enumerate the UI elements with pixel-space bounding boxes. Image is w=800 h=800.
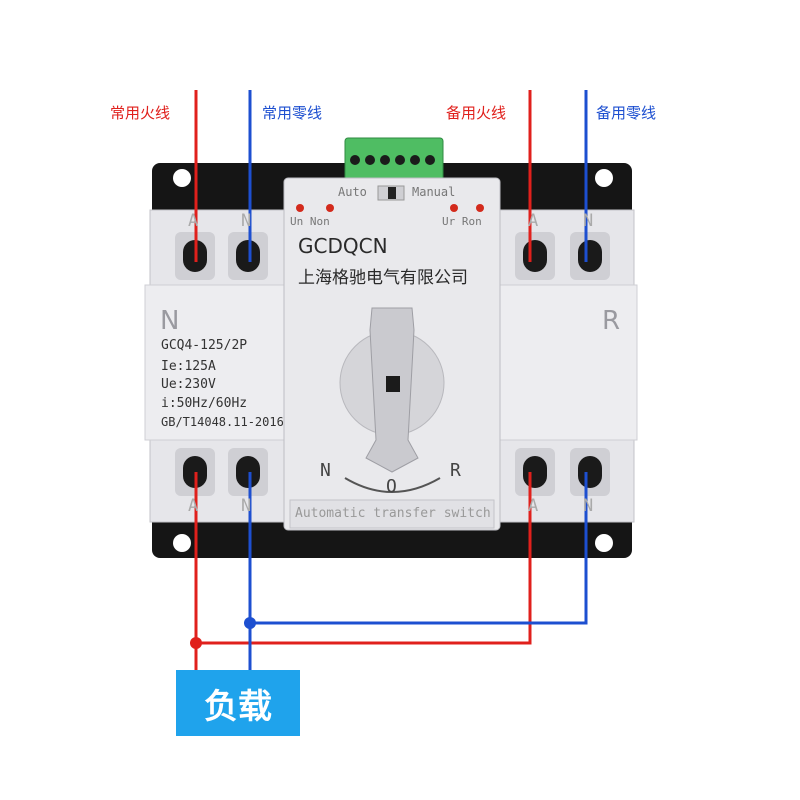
manual-label: Manual — [412, 185, 456, 199]
main-live-label: 常用火线 — [110, 104, 171, 122]
dial-o-label: O — [386, 476, 397, 497]
spec-frequency: i:50Hz/60Hz — [161, 396, 248, 411]
dial-arrow — [344, 477, 441, 493]
brand-name: GCDQCN — [298, 234, 388, 258]
indicator-led — [326, 204, 334, 212]
terminal-letter-a: A — [188, 211, 199, 231]
spec-current: Ie:125A — [161, 359, 216, 374]
terminal-letter-n: N — [583, 211, 594, 231]
dial-r-label: R — [450, 460, 461, 481]
dial-n-label: N — [320, 460, 331, 481]
mount-hole — [173, 169, 191, 187]
terminal-letter-a: A — [528, 211, 539, 231]
backup-neutral-label: 备用零线 — [596, 104, 657, 122]
auto-label: Auto — [338, 185, 367, 199]
terminal-letter-n: N — [241, 496, 252, 516]
indicator-led — [296, 204, 304, 212]
right-side-letter: R — [602, 306, 621, 336]
spec-voltage: Ue:230V — [161, 377, 216, 392]
spec-model: GCQ4-125/2P — [161, 338, 248, 353]
terminal-letter-a: A — [188, 496, 199, 516]
load-label-box: 负载 — [176, 670, 300, 736]
indicator-led — [476, 204, 484, 212]
company-name: 上海格驰电气有限公司 — [298, 268, 468, 288]
footer-label: Automatic transfer switch — [295, 506, 491, 521]
right-label-panel — [499, 284, 638, 441]
terminal-letter-a: A — [528, 496, 539, 516]
footer-label-plate — [289, 499, 495, 529]
backup-live-output-wire — [196, 472, 532, 645]
normal-indicator-label: Un Non — [290, 215, 330, 228]
reserve-indicator-label: Ur Ron — [442, 215, 482, 228]
terminal-letter-n: N — [241, 211, 252, 231]
backup-neutral-output-wire — [250, 472, 588, 625]
slider-knob[interactable] — [388, 187, 396, 199]
left-side-letter: N — [160, 306, 180, 336]
mount-hole — [173, 534, 191, 552]
handle-lock-slot — [386, 376, 400, 392]
terminal-letter-n: N — [583, 496, 594, 516]
live-junction-dot — [190, 637, 202, 649]
top-terminals — [175, 232, 610, 280]
mount-hole — [595, 534, 613, 552]
main-neutral-label: 常用零线 — [262, 104, 323, 122]
backup-live-label: 备用火线 — [446, 104, 507, 122]
neutral-junction-dot — [244, 617, 256, 629]
terminal-screws — [350, 155, 435, 165]
load-label: 负载 — [204, 686, 272, 727]
wiring — [194, 90, 588, 672]
mount-hole — [595, 169, 613, 187]
indicator-led — [450, 204, 458, 212]
left-label-panel — [144, 284, 286, 441]
spec-standard: GB/T14048.11-2016 — [161, 415, 284, 429]
